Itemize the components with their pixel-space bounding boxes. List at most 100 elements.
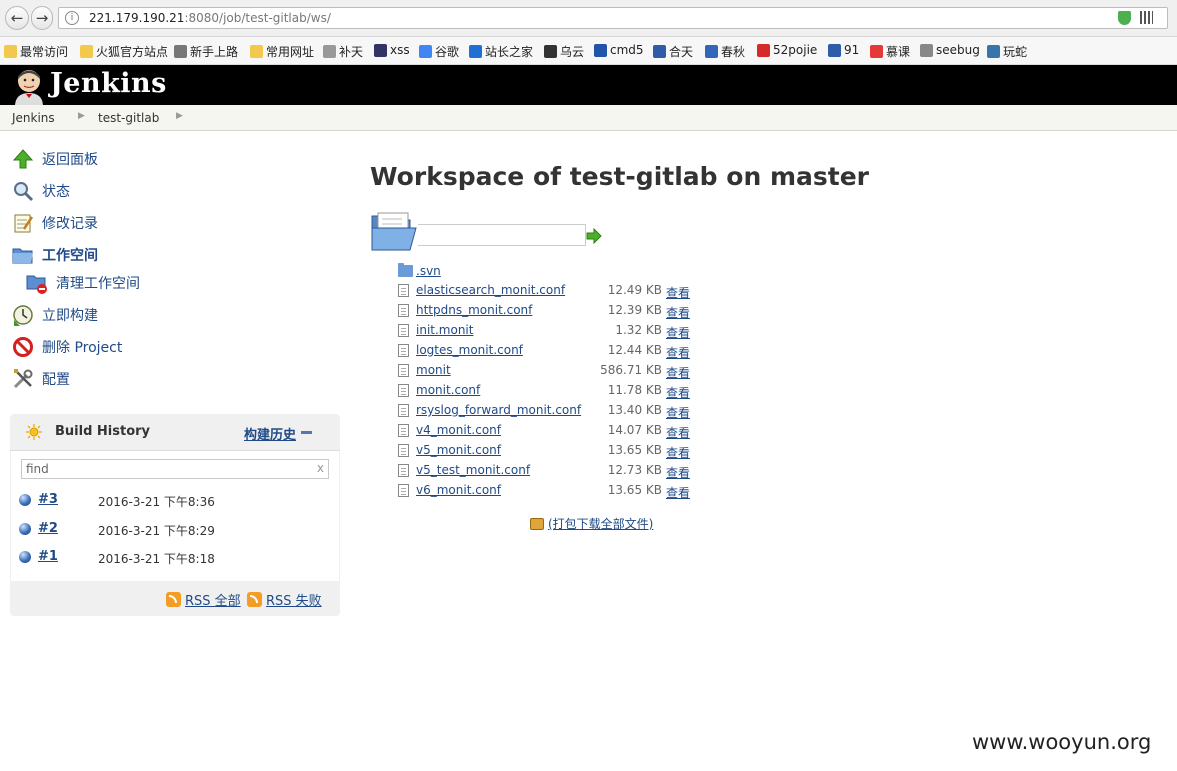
view-link[interactable]: 查看 <box>665 446 690 460</box>
rss-failed-label: RSS 失败 <box>266 594 322 609</box>
task-workspace[interactable]: 工作空间 <box>12 244 98 266</box>
qr-code-icon[interactable] <box>1140 11 1153 24</box>
file-link[interactable]: monit <box>416 363 451 377</box>
rss-all-link[interactable]: RSS 全部 <box>166 590 241 609</box>
rss-icon <box>247 592 262 607</box>
workspace-path-input[interactable] <box>418 224 586 246</box>
collapse-icon[interactable] <box>301 431 312 434</box>
file-link[interactable]: logtes_monit.conf <box>416 343 523 357</box>
file-link[interactable]: init.monit <box>416 323 474 337</box>
bookmark-item[interactable]: cmd5 <box>594 43 644 57</box>
build-search-input[interactable]: find x <box>21 459 329 479</box>
file-icon <box>398 304 409 317</box>
jenkins-logo-text[interactable]: Jenkins <box>50 68 167 99</box>
bookmark-label: 站长之家 <box>485 45 534 59</box>
bookmark-item[interactable]: 补天 <box>323 43 363 60</box>
file-link[interactable]: v5_test_monit.conf <box>416 463 531 477</box>
view-link[interactable]: 查看 <box>665 306 690 320</box>
view-link[interactable]: 查看 <box>665 366 690 380</box>
bookmark-item[interactable]: 乌云 <box>544 43 584 60</box>
view-link[interactable]: 查看 <box>665 486 690 500</box>
file-link[interactable]: rsyslog_forward_monit.conf <box>416 403 582 417</box>
view-link[interactable]: 查看 <box>665 346 690 360</box>
back-button[interactable]: ← <box>5 6 29 30</box>
view-link[interactable]: 查看 <box>665 466 690 480</box>
bookmark-item[interactable]: 玩蛇 <box>987 43 1027 60</box>
file-icon <box>398 404 409 417</box>
view-link[interactable]: 查看 <box>665 386 690 400</box>
back-arrow-icon: ← <box>10 9 24 27</box>
file-size: 12.44 KB <box>607 343 662 357</box>
bookmark-label: 52pojie <box>773 43 818 57</box>
bookmark-icon <box>920 43 933 57</box>
forward-button[interactable]: → <box>31 6 53 30</box>
bookmark-item[interactable]: 站长之家 <box>469 43 533 60</box>
task-label: 修改记录 <box>42 216 98 232</box>
task-changes[interactable]: 修改记录 <box>12 212 98 234</box>
bookmark-item[interactable]: 合天 <box>653 43 693 60</box>
bookmark-item[interactable]: 91 <box>828 43 859 57</box>
folder-link[interactable]: .svn <box>416 264 441 278</box>
rss-failed-link[interactable]: RSS 失败 <box>247 590 322 609</box>
breadcrumb-arrow-icon[interactable]: ▶ <box>176 111 183 121</box>
download-all-link[interactable]: (打包下载全部文件) <box>530 515 653 532</box>
bookmark-item[interactable]: 常用网址 <box>250 43 314 60</box>
go-arrow-icon[interactable] <box>586 228 602 244</box>
task-wipe-workspace[interactable]: 清理工作空间 <box>26 272 140 294</box>
breadcrumb-arrow-icon[interactable]: ▶ <box>78 111 85 121</box>
build-trend-link[interactable]: 构建历史 <box>244 428 297 443</box>
task-configure[interactable]: 配置 <box>12 368 70 390</box>
task-back-to-dashboard[interactable]: 返回面板 <box>12 148 98 170</box>
breadcrumb-test-gitlab[interactable]: test-gitlab <box>98 111 160 125</box>
file-icon <box>398 484 409 497</box>
build-number-link[interactable]: #3 <box>38 492 58 507</box>
file-link[interactable]: v5_monit.conf <box>416 443 501 457</box>
bookmark-label: 谷歌 <box>435 45 460 59</box>
task-status[interactable]: 状态 <box>12 180 70 202</box>
bookmark-item[interactable]: 火狐官方站点 <box>80 43 168 60</box>
build-number-link[interactable]: #2 <box>38 521 58 536</box>
up-arrow-icon <box>12 149 34 169</box>
view-link[interactable]: 查看 <box>665 326 690 340</box>
bookmark-item[interactable]: 春秋 <box>705 43 745 60</box>
task-delete-project[interactable]: 删除 Project <box>12 336 122 358</box>
bookmark-item[interactable]: seebug <box>920 43 980 57</box>
view-link[interactable]: 查看 <box>665 406 690 420</box>
clear-search-icon[interactable]: x <box>316 461 324 475</box>
task-label: 删除 Project <box>42 340 123 356</box>
shield-icon[interactable] <box>1118 11 1131 25</box>
file-icon <box>398 284 409 297</box>
jenkins-butler-icon[interactable] <box>12 67 46 105</box>
archive-icon <box>530 517 544 530</box>
info-icon[interactable]: i <box>65 11 79 25</box>
view-link[interactable]: 查看 <box>665 426 690 440</box>
file-size: 13.65 KB <box>607 443 662 457</box>
bookmark-item[interactable]: xss <box>374 43 410 57</box>
bookmark-label: xss <box>390 43 410 57</box>
view-link[interactable]: 查看 <box>665 286 690 300</box>
file-link[interactable]: v4_monit.conf <box>416 423 501 437</box>
bookmark-label: 常用网址 <box>266 45 315 59</box>
build-date: 2016-3-21 下午8:29 <box>98 524 215 538</box>
build-row: #3 2016-3-21 下午8:36 <box>19 490 331 512</box>
bookmark-item[interactable]: 52pojie <box>757 43 817 57</box>
file-link[interactable]: monit.conf <box>416 383 481 397</box>
bookmark-item[interactable]: 最常访问 <box>4 43 68 60</box>
bookmark-item[interactable]: 谷歌 <box>419 43 459 60</box>
file-link[interactable]: v6_monit.conf <box>416 483 501 497</box>
address-bar[interactable]: i 221.179.190.21:8080/job/test-gitlab/ws… <box>58 7 1168 29</box>
bookmark-item[interactable]: 新手上路 <box>174 43 238 60</box>
bookmark-item[interactable]: 慕课 <box>870 43 910 60</box>
file-icon <box>398 464 409 477</box>
build-number-link[interactable]: #1 <box>38 549 58 564</box>
file-link[interactable]: httpdns_monit.conf <box>416 303 533 317</box>
breadcrumb-jenkins[interactable]: Jenkins <box>12 111 55 125</box>
file-link[interactable]: elasticsearch_monit.conf <box>416 283 566 297</box>
task-build-now[interactable]: 立即构建 <box>12 304 98 326</box>
bookmark-icon <box>594 43 607 57</box>
